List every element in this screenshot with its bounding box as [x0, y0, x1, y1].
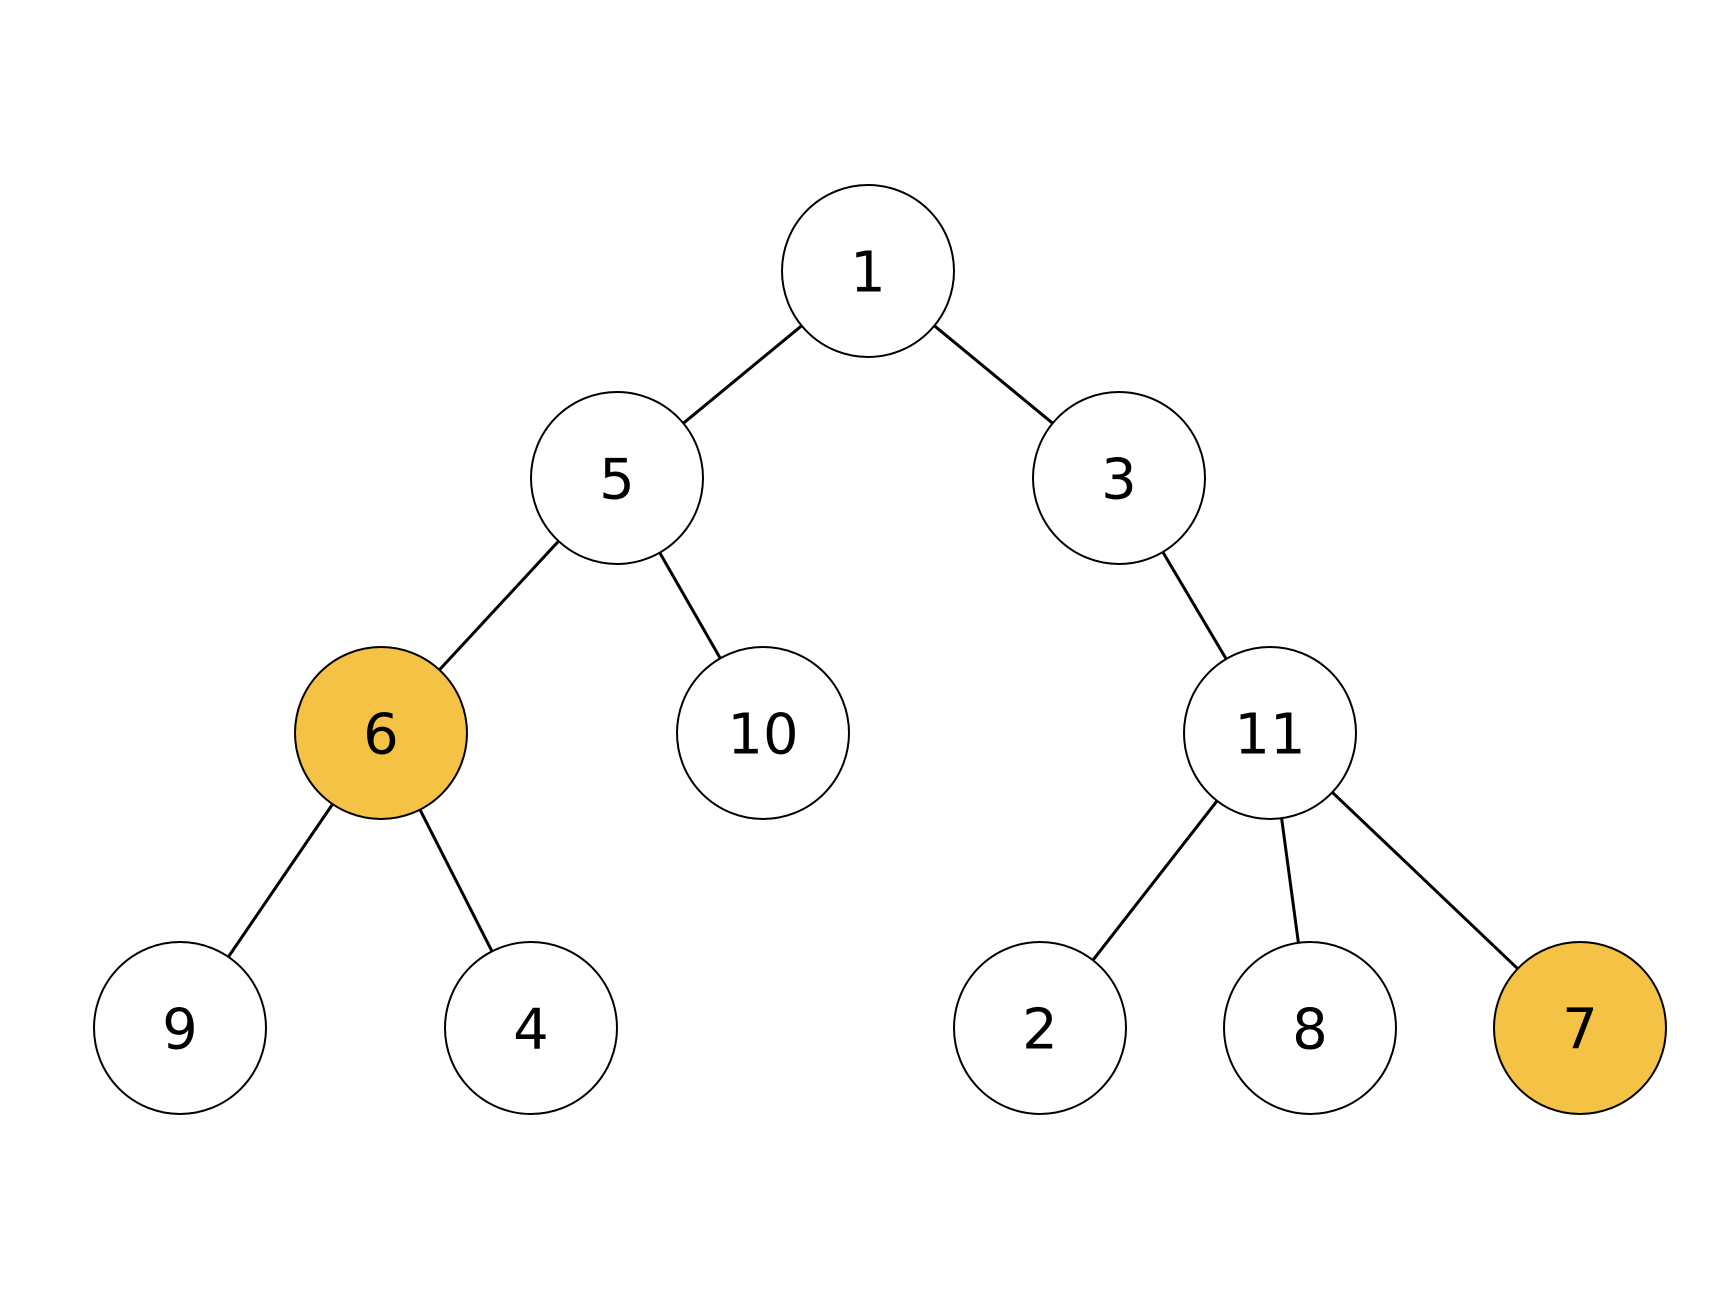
node-label-3: 3: [1101, 448, 1137, 513]
edge-n6-n4: [418, 809, 494, 952]
node-label-10: 10: [727, 703, 798, 768]
node-label-4: 4: [513, 998, 549, 1063]
node-circle-10: [676, 646, 850, 820]
node-label-5: 5: [599, 448, 635, 513]
edge-n5-n10: [658, 551, 722, 660]
edge-n6-n9: [227, 803, 334, 958]
edge-n1-n5: [682, 324, 803, 425]
node-circle-4: [444, 941, 618, 1115]
tree-node-11: 11: [1183, 646, 1357, 820]
node-label-7: 7: [1562, 998, 1598, 1063]
node-circle-3: [1032, 391, 1206, 565]
node-label-6: 6: [363, 703, 399, 768]
tree-node-9: 9: [93, 941, 267, 1115]
edge-n11-n8: [1280, 817, 1300, 944]
node-circle-1: [781, 184, 955, 358]
tree-node-2: 2: [953, 941, 1127, 1115]
edge-n1-n3: [933, 324, 1054, 425]
node-circle-5: [530, 391, 704, 565]
node-label-9: 9: [162, 998, 198, 1063]
node-circle-9: [93, 941, 267, 1115]
nodes-layer: 1 5 3 6 10 11 9 4 2 8 7: [93, 184, 1667, 1115]
edge-n11-n7: [1331, 791, 1519, 970]
node-label-2: 2: [1022, 998, 1058, 1063]
edge-n11-n2: [1091, 799, 1219, 962]
node-circle-8: [1223, 941, 1397, 1115]
tree-node-6: 6: [294, 646, 468, 820]
tree-node-8: 8: [1223, 941, 1397, 1115]
tree-node-4: 4: [444, 941, 618, 1115]
tree-node-7: 7: [1493, 941, 1667, 1115]
node-circle-7: [1493, 941, 1667, 1115]
tree-node-1: 1: [781, 184, 955, 358]
node-circle-2: [953, 941, 1127, 1115]
tree-node-5: 5: [530, 391, 704, 565]
tree-node-3: 3: [1032, 391, 1206, 565]
node-label-11: 11: [1234, 703, 1305, 768]
node-circle-6: [294, 646, 468, 820]
node-circle-11: [1183, 646, 1357, 820]
node-label-1: 1: [850, 241, 886, 306]
edges-layer: [227, 324, 1519, 970]
node-label-8: 8: [1292, 998, 1328, 1063]
tree-node-10: 10: [676, 646, 850, 820]
edge-n3-n11: [1161, 551, 1228, 660]
edge-n5-n6: [438, 540, 560, 671]
